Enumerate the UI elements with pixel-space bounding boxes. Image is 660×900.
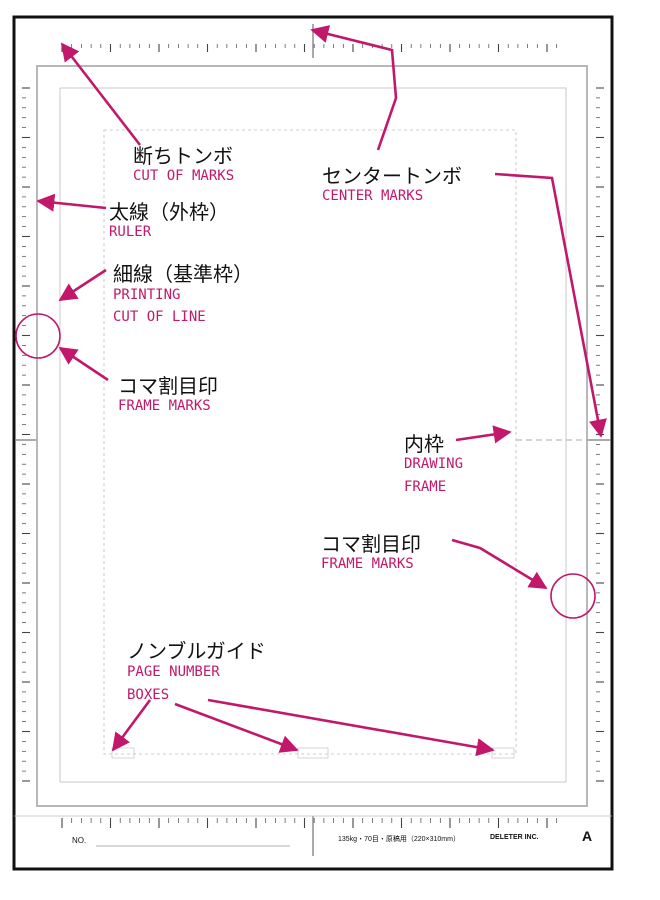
page-number-box-left (111, 747, 135, 759)
arrow-cut-marks (60, 42, 142, 146)
ruler-en: RULER (109, 224, 152, 240)
cut-marks-en: CUT OF MARKS (133, 168, 235, 184)
frame-marks-right-en: FRAME MARKS (321, 556, 414, 572)
sheet-border (12, 15, 614, 871)
arrow-printing-line (58, 268, 107, 302)
drawing-frame-jp: 内枠 (404, 432, 444, 456)
center-marks-en: CENTER MARKS (322, 188, 424, 204)
page-number-en2: BOXES (127, 687, 170, 703)
arrow-frame-marks-right (451, 538, 548, 590)
arrow-center-marks-right (494, 172, 607, 438)
arrow-page-number-right (207, 698, 495, 757)
arrow-center-marks-top (310, 25, 398, 151)
center-marks-jp: センタートンボ (322, 164, 462, 188)
printing-cut-line (59, 87, 567, 783)
page-number-box-right (491, 747, 515, 759)
left-scale-ruler (22, 87, 30, 782)
frame-marks-left-jp: コマ割目印 (118, 374, 218, 398)
ruler-jp: 太線（外枠） (109, 200, 229, 224)
bottom-scale-ruler (61, 818, 558, 828)
top-scale-ruler (61, 44, 558, 52)
no-label: NO. (72, 836, 87, 845)
drawing-frame (103, 129, 517, 755)
size-letter: A (582, 828, 593, 844)
arrow-page-number-center (174, 702, 299, 753)
printing-line-en2: CUT OF LINE (113, 309, 206, 325)
page-number-box-center (297, 747, 329, 759)
arrow-drawing-frame (455, 425, 512, 444)
printing-line-en1: PRINTING (113, 287, 181, 303)
frame-marks-right-jp: コマ割目印 (321, 532, 421, 556)
brand-name: DELETER INC. (490, 834, 539, 841)
arrow-ruler (36, 193, 107, 212)
printing-line-jp: 細線（基準枠） (113, 262, 253, 286)
right-scale-ruler (596, 87, 604, 782)
cut-marks-jp: 断ちトンボ (133, 144, 233, 168)
arrow-page-number-left (111, 699, 152, 752)
page-number-en1: PAGE NUMBER (127, 664, 220, 680)
drawing-frame-en2: FRAME (404, 479, 447, 495)
frame-marks-left-en: FRAME MARKS (118, 398, 211, 414)
paper-spec: 135kg・70目・原稿用（220×310mm） (338, 836, 460, 843)
arrow-frame-marks-left (58, 346, 109, 382)
frame-mark-circle-right (550, 573, 596, 619)
frame-mark-circle-left (15, 313, 61, 359)
drawing-frame-en1: DRAWING (404, 456, 464, 472)
ruler-outer-frame (36, 65, 588, 807)
page-number-jp: ノンブルガイド (127, 639, 266, 663)
